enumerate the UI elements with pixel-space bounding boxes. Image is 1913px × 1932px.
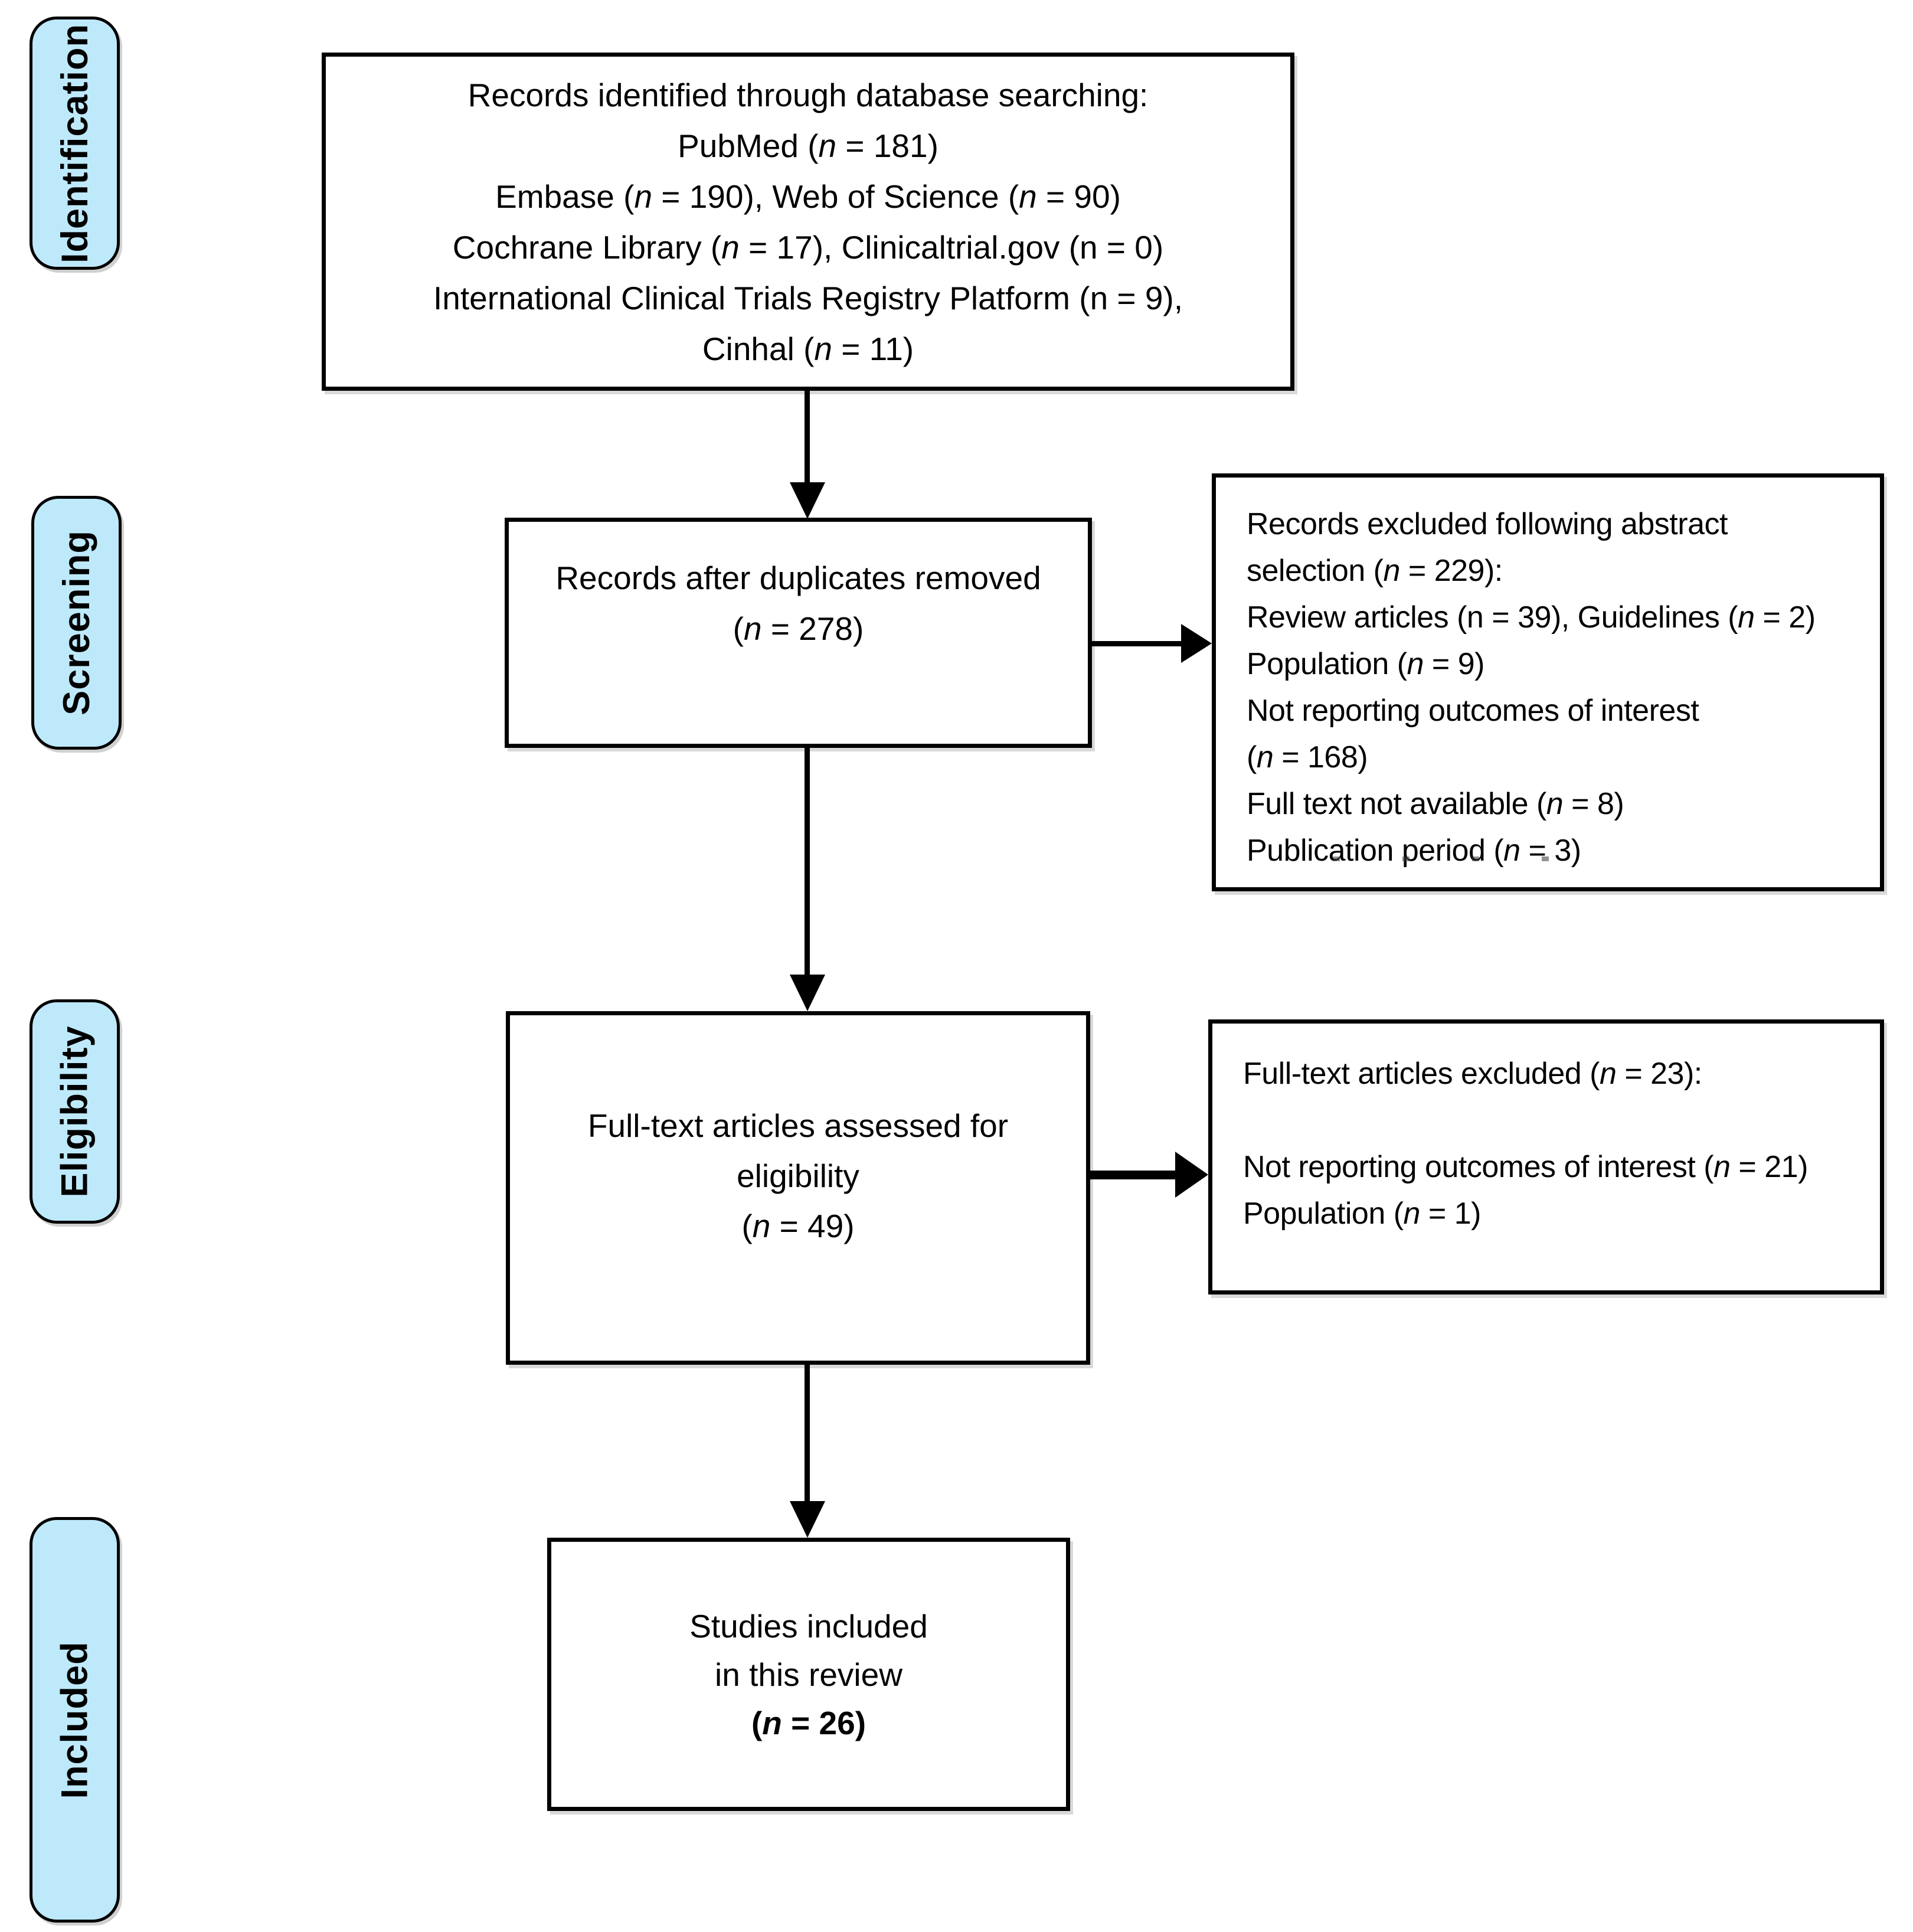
box-studies-included: Studies included in this review (n = 26) xyxy=(547,1538,1070,1811)
arrow-down-3-head-icon xyxy=(790,1501,825,1538)
text-line: Publication period (n = 3) xyxy=(1247,833,1581,868)
text-line: Studies included xyxy=(689,1607,928,1645)
text-line: eligibility xyxy=(737,1158,859,1194)
arrow-down-2-line xyxy=(805,748,810,976)
stage-label-included-text: Included xyxy=(54,1640,96,1799)
text-line: International Clinical Trials Registry P… xyxy=(433,279,1183,316)
text-line: Records excluded following abstract xyxy=(1247,507,1728,541)
box-fulltext-assessed-text: Full-text articles assessed for eligibili… xyxy=(510,1015,1086,1361)
text-line: Review articles (n = 39), Guidelines (n … xyxy=(1247,600,1816,635)
stage-label-eligibility-text: Eligibility xyxy=(54,1025,96,1198)
box-records-excluded-abstract-text: Records excluded following abstract selec… xyxy=(1216,478,1880,887)
box-records-identified: Records identified through database sear… xyxy=(322,53,1294,391)
box-fulltext-assessed: Full-text articles assessed for eligibili… xyxy=(506,1011,1090,1365)
arrow-down-3-line xyxy=(805,1365,810,1502)
text-line: Not reporting outcomes of interest xyxy=(1247,694,1699,728)
box-records-after-duplicates: Records after duplicates removed (n = 278… xyxy=(505,518,1092,748)
text-line: Cochrane Library (n = 17), Clinicaltrial… xyxy=(452,228,1164,266)
box-records-identified-text: Records identified through database sear… xyxy=(326,57,1290,387)
box-fulltext-excluded: Full-text articles excluded (n = 23): No… xyxy=(1208,1019,1884,1294)
text-line: selection (n = 229): xyxy=(1247,554,1503,588)
stage-label-identification: Identification xyxy=(30,17,120,270)
arrow-right-1-line xyxy=(1092,641,1182,646)
text-line xyxy=(1243,1097,1251,1144)
text-line: Full text not available (n = 8) xyxy=(1247,787,1624,821)
text-line: Population (n = 1) xyxy=(1243,1197,1481,1231)
stage-label-screening: Screening xyxy=(31,496,122,750)
text-line: Cinhal (n = 11) xyxy=(702,330,914,367)
box-fulltext-excluded-text: Full-text articles excluded (n = 23): No… xyxy=(1212,1024,1880,1290)
stage-label-eligibility: Eligibility xyxy=(30,999,120,1224)
box-records-after-duplicates-text: Records after duplicates removed (n = 278… xyxy=(509,522,1088,744)
text-line: (n = 26) xyxy=(751,1704,866,1741)
text-line: Population (n = 9) xyxy=(1247,647,1484,681)
text-line: (n = 168) xyxy=(1247,740,1368,774)
arrow-right-1-head-icon xyxy=(1181,624,1212,663)
text-line: (n = 49) xyxy=(741,1208,855,1244)
arrow-down-2-head-icon xyxy=(790,975,825,1011)
text-line: PubMed (n = 181) xyxy=(678,127,938,164)
truncated-text-artifact xyxy=(1333,857,1592,861)
arrow-right-2-head-icon xyxy=(1175,1152,1208,1198)
text-line: Records identified through database sear… xyxy=(467,76,1149,113)
arrow-right-2-line xyxy=(1090,1171,1176,1179)
stage-label-identification-text: Identification xyxy=(54,23,96,263)
stage-label-included: Included xyxy=(30,1517,120,1923)
box-records-excluded-abstract: Records excluded following abstract selec… xyxy=(1212,473,1884,891)
text-line: Embase (n = 190), Web of Science (n = 90… xyxy=(495,178,1121,215)
text-line: in this review xyxy=(715,1656,902,1693)
text-line: Not reporting outcomes of interest (n = … xyxy=(1243,1150,1808,1184)
box-studies-included-text: Studies included in this review (n = 26) xyxy=(551,1542,1066,1807)
stage-label-screening-text: Screening xyxy=(55,530,97,715)
text-line: (n = 278) xyxy=(733,610,864,647)
text-line: Records after duplicates removed xyxy=(555,560,1041,596)
text-line: Full-text articles assessed for xyxy=(587,1107,1009,1144)
arrow-down-1-line xyxy=(805,391,810,483)
arrow-down-1-head-icon xyxy=(790,482,825,519)
text-line: Full-text articles excluded (n = 23): xyxy=(1243,1057,1702,1091)
